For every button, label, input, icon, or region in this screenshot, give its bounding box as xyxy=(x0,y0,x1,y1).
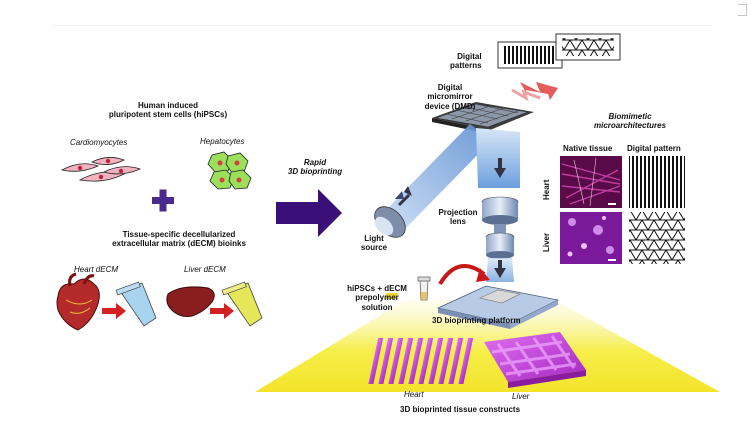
row-heart-label: Heart xyxy=(542,179,551,200)
platform-label: 3D bioprinting platform xyxy=(432,316,521,325)
hipsc-title: Human induced pluripotent stem cells (hi… xyxy=(108,101,228,120)
native-tissue-header: Native tissue xyxy=(563,144,613,153)
plus-icon xyxy=(152,189,174,212)
light-source-icon xyxy=(374,206,406,238)
liver-construct-icon xyxy=(484,332,586,388)
heart-decm-tube-icon xyxy=(115,281,157,327)
construct-liver-label: Liver xyxy=(512,392,530,401)
projection-lens-icon xyxy=(481,196,519,259)
page-corner-icon xyxy=(738,4,747,16)
native-heart-image-icon xyxy=(560,156,622,208)
decm-title: Tissue-specific decellularized extracell… xyxy=(112,230,246,249)
digital-pattern-header: Digital pattern xyxy=(627,144,681,153)
native-liver-image-icon xyxy=(560,212,622,264)
row-liver-label: Liver xyxy=(542,232,551,252)
liver-decm-label: Liver dECM xyxy=(184,265,226,274)
rapid-bioprinting-arrow-icon xyxy=(276,189,342,237)
liver-decm-tube-icon xyxy=(221,281,263,327)
liver-organ-icon xyxy=(166,286,215,317)
heart-construct-icon xyxy=(368,338,474,384)
prepolymer-tube-icon xyxy=(417,276,431,301)
prepolymer-label: hiPSCs + dECM prepolymer solution xyxy=(347,284,407,312)
cardiomyocytes-icon xyxy=(60,157,142,182)
rapid-bioprinting-label: Rapid 3D bioprinting xyxy=(287,158,343,177)
bioprinting-platform-icon xyxy=(384,285,560,329)
heart-organ-icon xyxy=(56,272,100,331)
light-beam-icon xyxy=(382,124,492,230)
red-arrow-icon xyxy=(102,303,126,319)
biomimetic-title: Biomimetic microarchitectures xyxy=(593,112,667,131)
constructs-title: 3D bioprinted tissue constructs xyxy=(400,405,521,414)
digital-heart-pattern-icon xyxy=(629,156,685,208)
light-source-label: Light source xyxy=(360,234,388,253)
digital-pattern-cards-icon xyxy=(497,33,621,69)
hepatocytes-icon xyxy=(207,151,252,190)
cardiomyocytes-label: Cardiomyocytes xyxy=(70,138,128,147)
hepatocytes-label: Hepatocytes xyxy=(200,137,245,146)
projection-lens-label: Projection lens xyxy=(438,208,478,227)
digital-patterns-label: Digital patterns xyxy=(450,52,482,71)
construct-heart-label: Heart xyxy=(404,390,424,399)
red-arrow-icon xyxy=(210,303,234,319)
dmd-label: Digital micromirror device (DMD) xyxy=(424,83,476,111)
heart-decm-label: Heart dECM xyxy=(74,265,119,274)
light-pattern-arrows-icon xyxy=(511,82,558,102)
